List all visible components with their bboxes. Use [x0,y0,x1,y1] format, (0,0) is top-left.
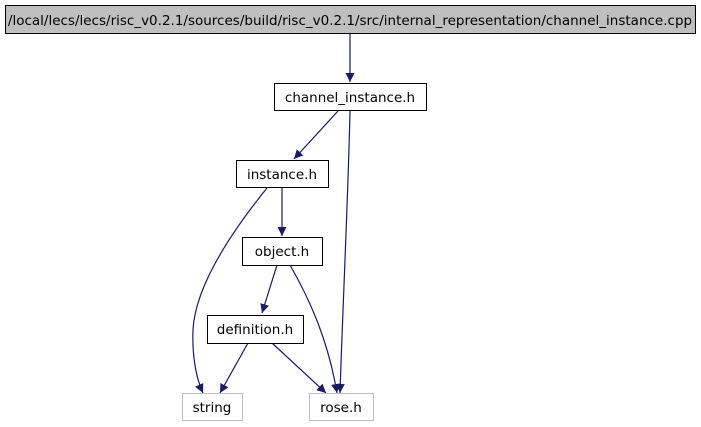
node-definition-h[interactable]: definition.h [207,315,304,344]
edges [192,34,355,394]
node-label: string [193,400,232,416]
node-box [236,160,329,188]
node-label: definition.h [217,322,293,338]
edge-definition-h-to-rose-h [271,342,327,394]
node-string[interactable]: string [182,393,243,421]
edge-instance-h-to-string [192,187,268,394]
node-label: object.h [255,244,309,260]
edge-definition-h-to-string [219,342,249,394]
node-label: channel_instance.h [285,90,415,106]
edge-channel-instance-h-to-rose-h [335,110,351,394]
node-box [309,393,374,421]
edge-channel-instance-h-to-instance-h [293,110,339,160]
node-rose-h[interactable]: rose.h [309,393,374,421]
node-instance-h[interactable]: instance.h [236,160,329,188]
edge-object-h-to-rose-h [289,264,340,394]
node-channel-instance-h[interactable]: channel_instance.h [274,83,427,111]
node-object-h[interactable]: object.h [242,237,323,266]
node-box [182,393,243,421]
node-box [5,5,696,34]
node-box [207,315,304,344]
node-root[interactable]: /local/lecs/lecs/risc_v0.2.1/sources/bui… [5,5,696,34]
node-box [274,83,427,111]
node-box [242,237,323,266]
node-label: rose.h [320,400,362,416]
node-label: /local/lecs/lecs/risc_v0.2.1/sources/bui… [8,13,692,29]
edge-object-h-to-definition-h [260,264,278,314]
node-label: instance.h [247,167,317,183]
